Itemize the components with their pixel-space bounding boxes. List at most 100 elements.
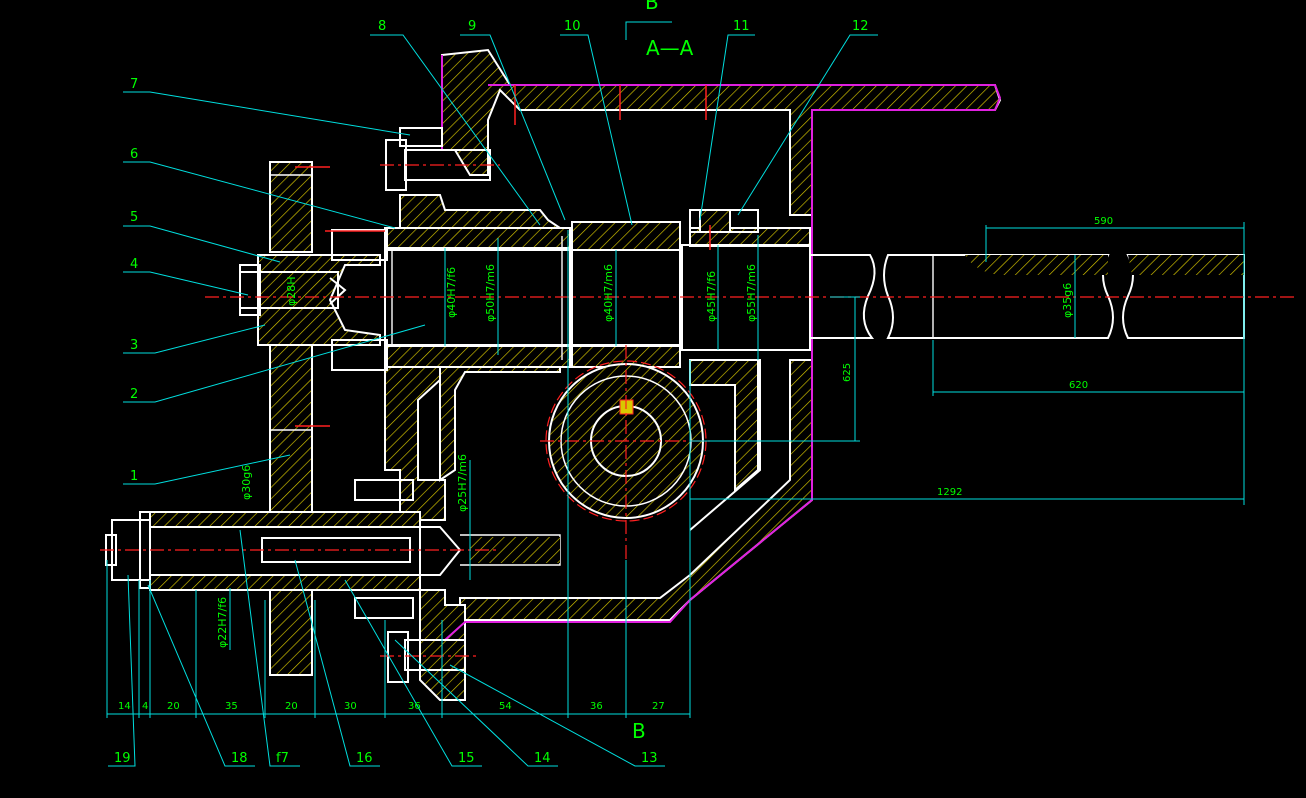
lower-shaft-pin [261, 537, 411, 563]
fit-phi22f6: φ22H7/f6 [216, 597, 229, 648]
callout-8: 8 [378, 19, 386, 34]
collar-11-hatch [699, 209, 731, 233]
dim-chain-2: 20 [167, 701, 180, 712]
dim-590: 590 [1094, 216, 1113, 227]
shaft-6 [331, 229, 388, 261]
leader-1 [123, 454, 291, 485]
dim-chain-4: 20 [285, 701, 298, 712]
callout-19: 19 [114, 751, 131, 766]
cut-label-bottom: B [632, 719, 646, 743]
gear-upper [269, 161, 313, 253]
callout-15: 15 [458, 751, 475, 766]
callout-12: 12 [852, 19, 869, 34]
leader-17 [239, 529, 300, 767]
callout-4: 4 [130, 257, 138, 272]
leader-18 [147, 584, 255, 767]
bolt-7-nut [399, 127, 443, 147]
callout-13: 13 [641, 751, 658, 766]
lower-shaft-cone [420, 526, 462, 576]
leader-7 [123, 91, 411, 136]
lower-shaft-assembly [105, 511, 561, 591]
fit-phi40m6: φ40H7/m6 [602, 264, 615, 322]
shaft-section-2 [571, 249, 681, 347]
callout-3: 3 [130, 338, 138, 353]
shaft-6-lower [331, 339, 388, 371]
leader-9 [460, 34, 566, 221]
fit-phi50m6: φ50H7/m6 [484, 264, 497, 322]
sleeve-left-bottom [384, 344, 571, 368]
bolt-small-2 [354, 597, 414, 619]
leader-8 [370, 34, 541, 226]
leader-2 [123, 324, 426, 403]
fit-phi55m6: φ55H7/m6 [745, 264, 758, 322]
dim-1292: 1292 [937, 487, 962, 498]
hub-5 [257, 254, 381, 346]
callout-6: 6 [130, 147, 138, 162]
callout-11: 11 [733, 19, 750, 34]
callout-1: 1 [130, 469, 138, 484]
main-shaft-assembly [384, 209, 1245, 531]
fit-labels: φ40H7/f6 φ50H7/m6 φ40H7/m6 φ45H7/f6 φ55H… [216, 264, 1074, 648]
leader-5 [123, 225, 281, 263]
housing-lower-body [384, 344, 446, 521]
callout-14: 14 [534, 751, 551, 766]
housing-top-wall [441, 48, 1002, 216]
fit-phi25m6: φ25H7/m6 [456, 454, 469, 512]
leader-14 [394, 639, 558, 767]
leader-16 [294, 559, 380, 767]
dimension-lines [106, 222, 1245, 718]
callout-2: 2 [130, 387, 138, 402]
callout-5: 5 [130, 210, 138, 225]
dim-chain-0: 14 [118, 701, 131, 712]
shaft-extension-hatch [965, 255, 1108, 275]
dimension-values: 590 620 1292 625 14 4 20 35 20 30 36 54 … [118, 216, 1113, 712]
callout-9: 9 [468, 19, 476, 34]
shaft-extension-hatch-2 [1128, 255, 1244, 275]
fit-phi35g6: φ35g6 [1061, 283, 1074, 318]
bolt-4-head [239, 264, 261, 316]
leader-10 [560, 34, 633, 226]
view-label-top-partial: B [645, 0, 659, 14]
leader-19 [108, 574, 136, 767]
leader-lines [108, 21, 878, 767]
dim-625: 625 [842, 363, 853, 382]
leader-15 [344, 579, 482, 767]
callout-labels: 1 2 3 4 5 6 7 8 9 10 11 12 13 14 15 16 f… [114, 19, 869, 766]
bolt-13 [404, 639, 466, 671]
fit-phi30g6: φ30g6 [240, 465, 253, 500]
callout-17: f7 [276, 751, 289, 766]
lower-shaft [149, 526, 421, 576]
shaft-extension-2 [883, 254, 1114, 339]
view-arrow-top [625, 21, 672, 40]
sleeve-mid [571, 221, 681, 251]
leader-11 [699, 34, 755, 221]
lower-sleeve-bottom [149, 574, 421, 591]
dim-chain-7: 54 [499, 701, 512, 712]
lower-connector-hatch [470, 537, 560, 563]
centerlines [100, 85, 1295, 657]
dim-620: 620 [1069, 380, 1088, 391]
fit-phi28H: φ28H [285, 276, 298, 306]
bolt-4-tip [329, 277, 347, 305]
lower-sleeve-top [149, 511, 421, 528]
sleeve-left [384, 227, 571, 251]
view-labels: B A—A B [632, 0, 694, 743]
callout-18: 18 [231, 751, 248, 766]
leader-6 [123, 161, 396, 229]
dim-chain-3: 35 [225, 701, 238, 712]
fit-phi40f6: φ40H7/f6 [445, 267, 458, 318]
callout-7: 7 [130, 77, 138, 92]
callout-10: 10 [564, 19, 581, 34]
bolt-13-head [387, 631, 409, 683]
dim-chain-6: 36 [408, 701, 421, 712]
fit-phi45f6: φ45H7/f6 [705, 271, 718, 322]
leader-12 [737, 34, 878, 216]
leader-4 [123, 271, 249, 296]
shaft-extension [809, 254, 876, 339]
leader-13 [449, 664, 665, 767]
bolt-small-1 [354, 479, 414, 501]
dim-chain-5: 30 [344, 701, 357, 712]
gear-bottom [269, 579, 313, 676]
dim-chain-1: 4 [142, 701, 148, 712]
